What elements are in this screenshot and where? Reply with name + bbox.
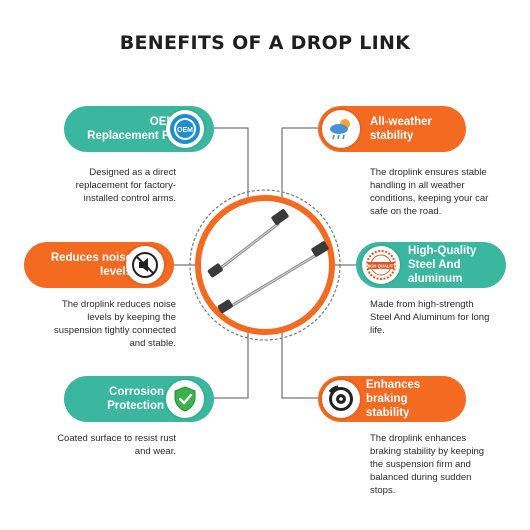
benefit-title-line: OEM <box>149 116 176 128</box>
weather-icon <box>322 110 360 148</box>
center-circle <box>195 195 335 335</box>
benefit-title-line: Replacement Fit <box>87 130 176 142</box>
benefit-description-noise: The droplink reduces noise levels by kee… <box>54 299 176 349</box>
benefit-description-braking: The droplink enhances braking stability … <box>370 433 485 496</box>
brake-disc-icon <box>322 380 360 418</box>
oem-badge-icon: OEM <box>166 110 204 148</box>
high-quality-stamp-icon: HIGH QUALITY <box>362 246 400 284</box>
svg-text:HIGH QUALITY: HIGH QUALITY <box>366 264 396 269</box>
benefit-description-corrosion: Coated surface to resist rust and wear. <box>57 433 176 457</box>
benefit-description-oem: Designed as a direct replacement for fac… <box>75 167 176 204</box>
drop-link-product <box>207 209 329 314</box>
shield-check-icon <box>166 380 204 418</box>
dashed-ring <box>189 189 341 341</box>
no-noise-icon <box>126 246 164 284</box>
svg-text:OEM: OEM <box>177 127 193 134</box>
benefit-description-weather: The droplink ensures stable handling in … <box>370 167 489 217</box>
benefit-description-quality: Made from high-strength Steel And Alumin… <box>370 299 490 336</box>
page-title: BENEFITS OF A DROP LINK <box>119 32 411 54</box>
